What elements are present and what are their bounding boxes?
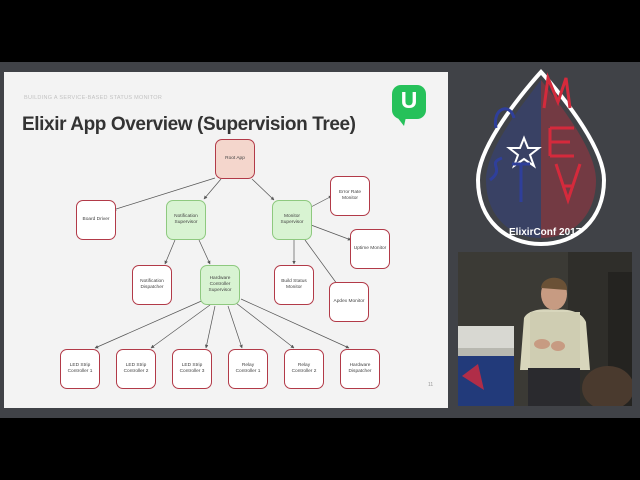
node-hardware-dispatcher: Hardware Dispatcher <box>340 349 380 389</box>
node-notification-supervisor: Notification Supervisor <box>166 200 206 240</box>
tree-connectors <box>94 177 352 349</box>
slide-page-number: 11 <box>428 382 434 388</box>
node-led-strip-controller-1: LED Strip Controller 1 <box>60 349 100 389</box>
node-notification-dispatcher: Notification Dispatcher <box>132 265 172 305</box>
speaker-video-icon <box>458 252 632 406</box>
lone-star-badge-icon <box>475 69 607 247</box>
node-error-rate-monitor: Error Rate Monitor <box>330 176 370 216</box>
presentation-slide: BUILDING A SERVICE-BASED STATUS MONITOR … <box>4 72 448 408</box>
letterbox-top <box>0 0 640 62</box>
node-apdex-monitor: Apdex Monitor <box>329 282 369 322</box>
node-hardware-controller-supervisor: Hardware Controller Supervisor <box>200 265 240 305</box>
logo-letter: U <box>400 87 418 113</box>
node-relay-controller-2: Relay Controller 2 <box>284 349 324 389</box>
letterbox-bottom <box>0 418 640 480</box>
conference-label: ElixirConf 2017 <box>509 227 582 238</box>
node-led-strip-controller-2: LED Strip Controller 2 <box>116 349 156 389</box>
slide-title: Elixir App Overview (Supervision Tree) <box>22 114 356 135</box>
node-relay-controller-1: Relay Controller 1 <box>228 349 268 389</box>
slide-breadcrumb: BUILDING A SERVICE-BASED STATUS MONITOR <box>24 95 163 101</box>
node-build-status-monitor: Build Status Monitor <box>274 265 314 305</box>
node-monitor-supervisor: Monitor Supervisor <box>272 200 312 240</box>
brand-logo-icon: U <box>392 85 426 126</box>
speaker-camera-feed <box>458 252 632 406</box>
node-board-driver: Board Driver <box>76 200 116 240</box>
node-root-app: Root App <box>215 139 255 179</box>
node-uptime-monitor: Uptime Monitor <box>350 229 390 269</box>
node-led-strip-controller-3: LED Strip Controller 3 <box>172 349 212 389</box>
